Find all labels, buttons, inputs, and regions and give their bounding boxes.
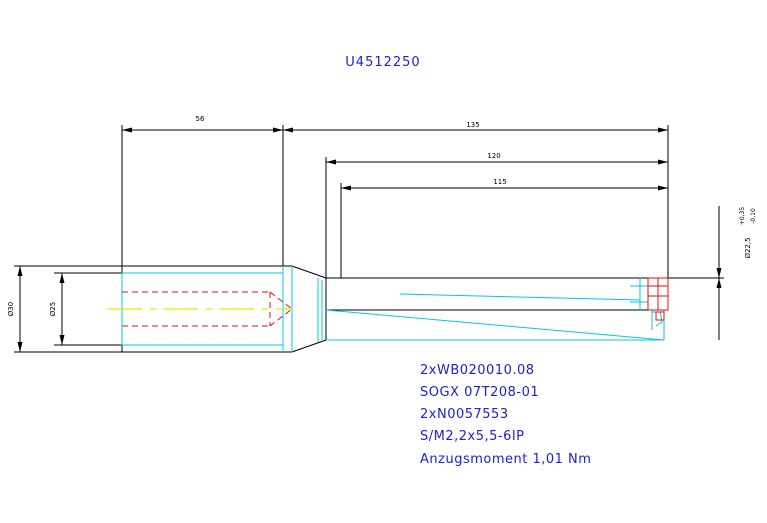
dim-dia-25-label: Ø25 [49, 302, 57, 316]
note-4: S/M2,2x5,5-6IP [420, 429, 525, 444]
notes-block: 2xWB020010.08 SOGX 07T208-01 2xN0057553 … [420, 363, 591, 467]
dim-56: 56 [122, 115, 283, 133]
dim-135: 135 [283, 121, 668, 133]
note-3: 2xN0057553 [420, 407, 509, 422]
dim-dia-22-5: Ø22,5 +0,35 -0,10 [716, 206, 757, 340]
dim-120: 120 [326, 152, 668, 165]
cutting-insert [647, 277, 669, 321]
internal-bore [122, 291, 293, 327]
dim-135-label: 135 [466, 121, 479, 129]
dim-115: 115 [341, 178, 668, 191]
dim-tol-upper: +0,35 [739, 207, 746, 226]
dim-dia-25: Ø25 [49, 273, 65, 345]
dim-56-label: 56 [196, 115, 205, 123]
note-5: Anzugsmoment 1,01 Nm [420, 452, 591, 467]
dim-dia-30: Ø30 [7, 266, 23, 352]
dim-dia-22-5-label: Ø22,5 [744, 237, 752, 258]
dim-115-label: 115 [493, 178, 506, 186]
dim-dia-30-label: Ø30 [7, 302, 15, 316]
dim-120-label: 120 [487, 152, 500, 160]
part-number: U4512250 [345, 55, 420, 70]
tool-outline [14, 125, 724, 353]
note-2: SOGX 07T208-01 [420, 385, 539, 400]
note-1: 2xWB020010.08 [420, 363, 535, 378]
dim-tol-lower: -0,10 [750, 208, 757, 224]
tool-hidden-lines [121, 266, 665, 352]
